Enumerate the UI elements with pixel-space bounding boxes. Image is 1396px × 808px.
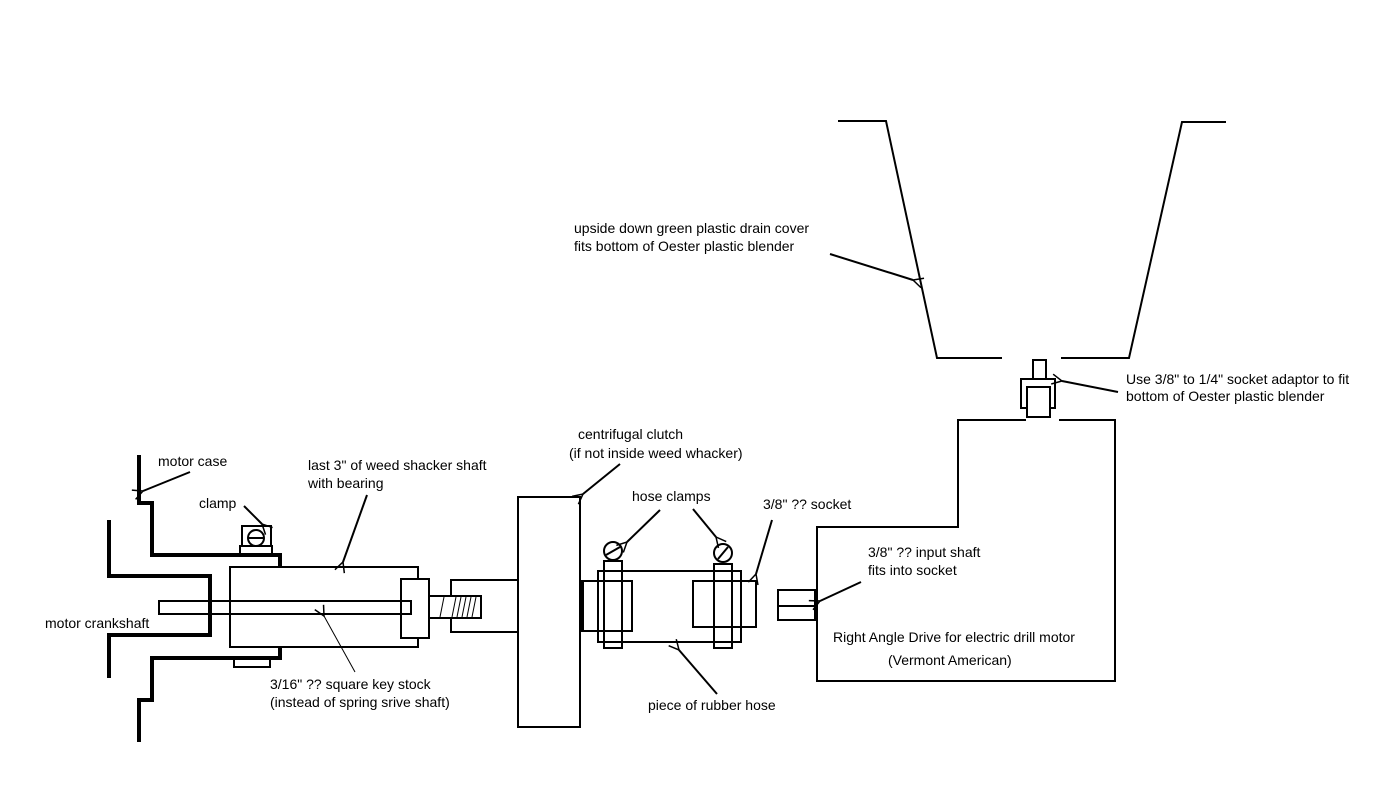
arrow-clamp <box>243 505 262 524</box>
arrow-hose-clamp-left <box>627 509 661 542</box>
arrow-input-shaft <box>820 581 862 601</box>
centrifugal-clutch <box>450 496 581 728</box>
label-socket: 3/8" ?? socket <box>763 496 851 512</box>
label-socket-adaptor: Use 3/8" to 1/4" socket adaptor to fit b… <box>1126 371 1353 404</box>
hose-clamp-right <box>713 543 733 649</box>
label-hose-clamps: hose clamps <box>632 488 711 504</box>
key-stock <box>158 600 412 615</box>
arrow-shaft-bearing <box>343 494 368 562</box>
arrow-clutch <box>583 463 621 494</box>
label-shaft-bearing: last 3" of weed shacker shaft with beari… <box>307 457 490 491</box>
arrow-socket-adaptor <box>1062 381 1119 393</box>
leader-arrows <box>143 253 1119 695</box>
arrow-key-stock <box>324 616 356 673</box>
arrow-hose-clamp-right <box>692 508 716 537</box>
label-motor-case: motor case <box>158 453 227 469</box>
label-key-stock: 3/16" ?? square key stock (instead of sp… <box>270 676 450 710</box>
label-clamp: clamp <box>199 495 237 511</box>
label-crankshaft: motor crankshaft <box>45 615 149 631</box>
clamp <box>233 525 273 668</box>
input-shaft <box>777 589 816 621</box>
socket-adaptor <box>1020 359 1056 418</box>
arrow-drain-cover <box>829 253 913 280</box>
arrow-rubber-hose <box>679 650 718 695</box>
arrow-motor-case <box>143 471 191 491</box>
threaded-coupler <box>427 595 482 619</box>
label-right-angle-drive: Right Angle Drive for electric drill mot… <box>833 629 1079 668</box>
hose-clamp-left <box>603 541 623 649</box>
label-clutch: centrifugal clutch (if not inside weed w… <box>569 426 743 461</box>
label-drain-cover: upside down green plastic drain cover fi… <box>574 220 813 254</box>
socket <box>580 580 757 632</box>
drain-cover <box>838 120 1226 359</box>
label-rubber-hose: piece of rubber hose <box>648 697 776 713</box>
arrow-socket <box>756 519 773 574</box>
label-input-shaft: 3/8" ?? input shaft fits into socket <box>868 544 984 578</box>
shaft-housing <box>229 566 430 648</box>
